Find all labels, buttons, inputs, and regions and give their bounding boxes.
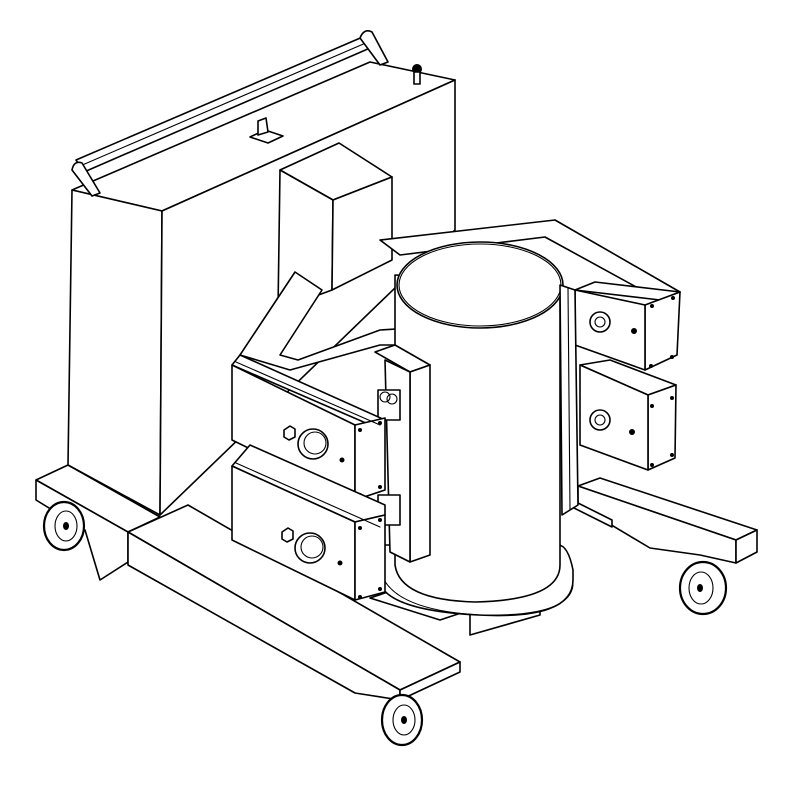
lower-knob: [294, 532, 326, 564]
right-rail: [559, 284, 579, 516]
lower-toggle: [281, 527, 294, 543]
wheel-front-left: [380, 693, 424, 747]
right-housing-lower: [579, 359, 677, 471]
left-housing-lower: [231, 444, 386, 601]
left-housing-upper: [231, 354, 386, 501]
cylinder: [377, 241, 574, 617]
wheel-front-right: [678, 560, 728, 616]
wheel-rear-left: [42, 500, 86, 552]
base-frame: [35, 464, 758, 701]
lift-ring: [249, 117, 284, 144]
column-box: [277, 142, 393, 311]
handle-bar: [71, 30, 389, 197]
left-rail: [374, 344, 431, 563]
valve-fitting: [412, 64, 422, 85]
upper-knob: [297, 428, 329, 460]
upper-toggle: [283, 425, 296, 441]
